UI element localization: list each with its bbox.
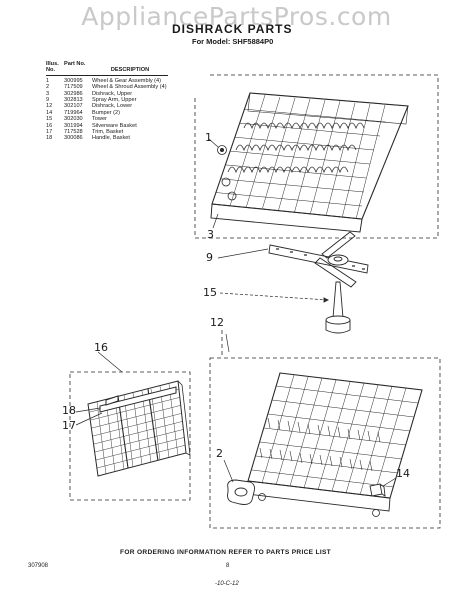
header-illus: Illus. No. — [46, 61, 59, 74]
row-illus: 15 — [46, 116, 53, 123]
print-code: -10-C-12 — [215, 581, 239, 587]
header-part: Part No. — [64, 61, 86, 67]
row-description: Wheel & Shroud Assembly (4) — [92, 84, 167, 91]
callout-2: 2 — [216, 447, 223, 460]
row-description: Trim, Basket — [92, 129, 124, 136]
model-label: For Model: SHF5884P0 — [192, 37, 274, 46]
callout-17: 17 — [62, 419, 76, 432]
basket-handle-trim — [75, 386, 177, 426]
callout-18: 18 — [62, 404, 76, 417]
row-illus: 17 — [46, 129, 53, 136]
row-description: Tower — [92, 116, 107, 123]
parts-table-header: Illus. No. Part No. DESCRIPTION — [46, 61, 168, 76]
callout-9: 9 — [206, 251, 213, 264]
row-illus: 2 — [46, 84, 50, 91]
callout-12: 12 — [210, 316, 224, 329]
callout-15: 15 — [203, 286, 217, 299]
row-part: 302107 — [64, 103, 83, 110]
callout-1: 1 — [205, 131, 212, 144]
tower — [219, 281, 351, 334]
row-illus: 16 — [46, 122, 53, 129]
wheel-gear-assembly — [208, 138, 227, 155]
row-part: 302813 — [64, 97, 83, 104]
row-description: Silverware Basket — [92, 122, 137, 129]
lower-rack-boundary — [209, 330, 441, 529]
row-part: 717528 — [64, 129, 83, 136]
row-description: Dishrack, Lower — [92, 103, 133, 110]
callout-16: 16 — [94, 341, 108, 354]
upper-dishrack — [210, 92, 409, 233]
row-description: Bumper (2) — [92, 109, 120, 116]
document-number: 307908 — [28, 563, 49, 569]
row-part: 300995 — [64, 77, 83, 84]
row-illus: 14 — [46, 109, 53, 116]
row-part: 301994 — [64, 122, 83, 129]
table-row: 2 717509 Wheel & Shroud Assembly (4) — [46, 84, 168, 90]
table-row: 1 300995 Wheel & Gear Assembly (4) — [46, 78, 168, 84]
callout-14: 14 — [396, 467, 410, 480]
upper-rack-boundary — [194, 74, 439, 239]
row-illus: 12 — [46, 103, 53, 110]
row-illus: 3 — [46, 90, 50, 97]
table-row: 3 302986 Dishrack, Upper — [46, 91, 168, 97]
row-part: 302986 — [64, 90, 83, 97]
row-part: 717509 — [64, 84, 83, 91]
table-row: 18 300086 Handle, Basket — [46, 135, 168, 141]
row-illus: 18 — [46, 135, 53, 142]
bumper — [369, 477, 397, 497]
row-illus: 9 — [46, 97, 50, 104]
header-description: DESCRIPTION — [110, 67, 150, 73]
row-description: Handle, Basket — [92, 135, 130, 142]
row-part: 300086 — [64, 135, 83, 142]
lower-dishrack — [246, 372, 423, 517]
table-row: 17 717528 Trim, Basket — [46, 129, 168, 135]
table-row: 12 302107 Dishrack, Lower — [46, 103, 168, 109]
row-description: Spray Arm, Upper — [92, 97, 137, 104]
table-row: 16 301994 Silverware Basket — [46, 123, 168, 129]
basket-boundary — [69, 371, 191, 501]
silverware-basket — [87, 380, 191, 477]
page-title: DISHRACK PARTS — [172, 22, 293, 36]
row-illus: 1 — [46, 77, 50, 84]
row-part: 302030 — [64, 116, 83, 123]
callout-3: 3 — [207, 228, 214, 241]
table-row: 9 302813 Spray Arm, Upper — [46, 97, 168, 103]
upper-spray-arm — [217, 231, 369, 288]
ordering-info: FOR ORDERING INFORMATION REFER TO PARTS … — [120, 549, 331, 556]
table-row: 15 302030 Tower — [46, 116, 168, 122]
table-row: 14 719964 Bumper (2) — [46, 110, 168, 116]
watermark: AppliancePartsPros.com — [81, 2, 392, 31]
row-description: Wheel & Gear Assembly (4) — [92, 77, 162, 84]
row-description: Dishrack, Upper — [92, 90, 133, 97]
page-number: 8 — [226, 563, 230, 569]
parts-table: Illus. No. Part No. DESCRIPTION 1 300995… — [46, 61, 168, 142]
row-part: 719964 — [64, 109, 83, 116]
wheel-shroud-assembly — [223, 459, 255, 505]
